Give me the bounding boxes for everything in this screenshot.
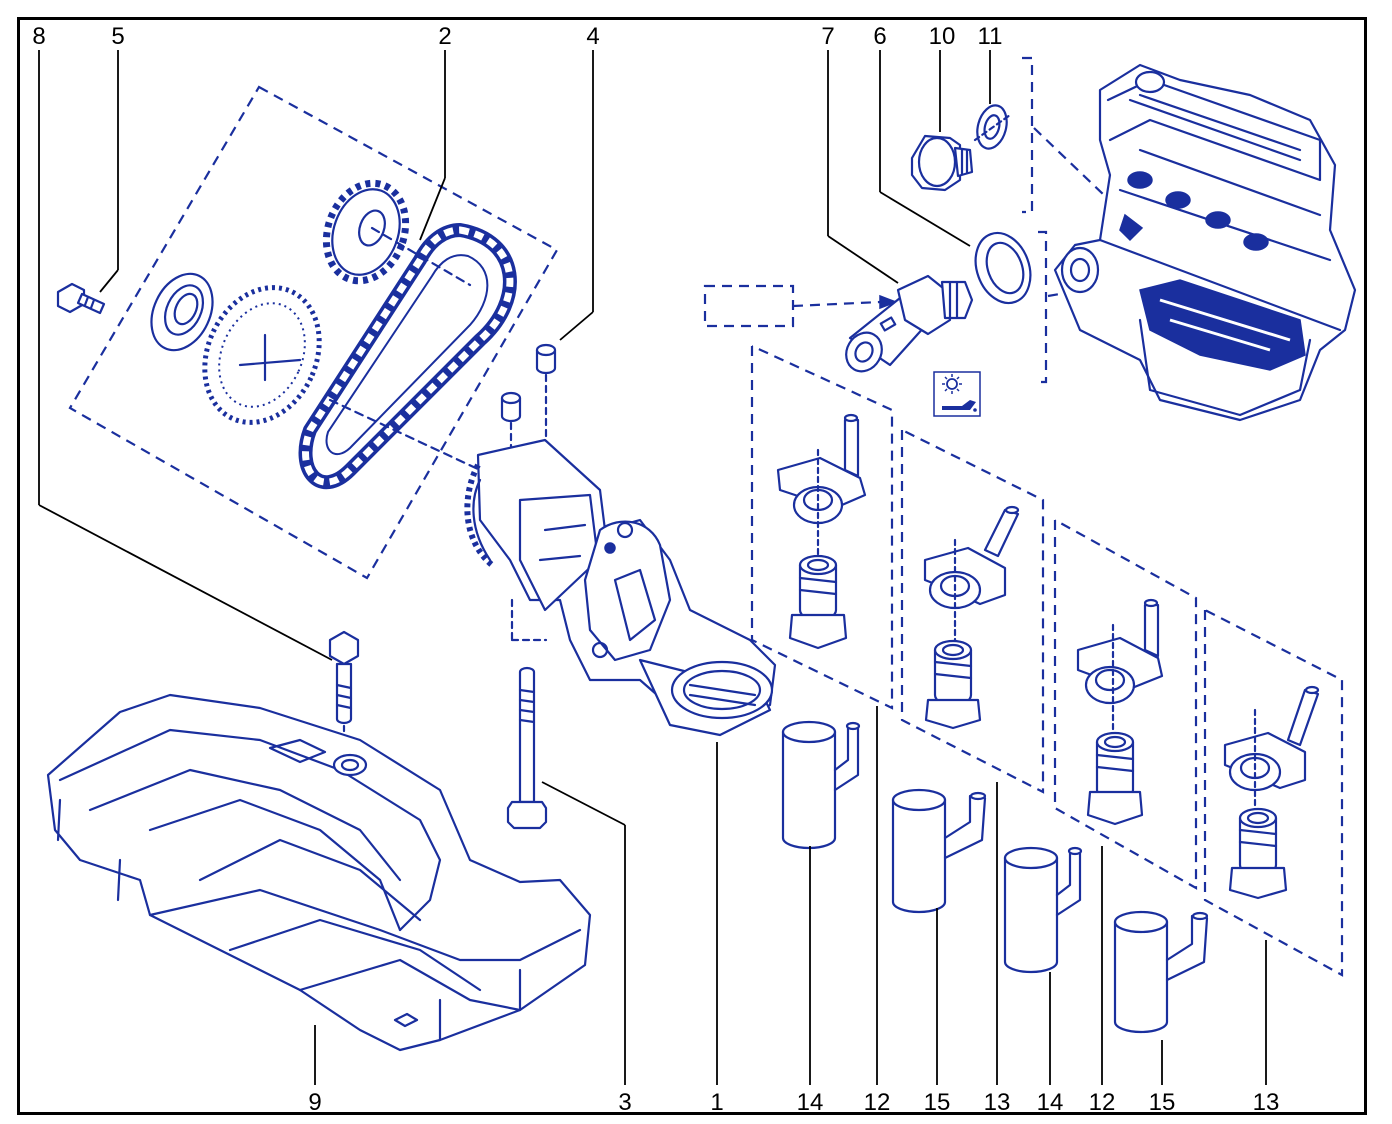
piston-jet-d — [1223, 685, 1320, 900]
axis-line-2 — [328, 398, 482, 472]
callout-11: 11 — [978, 23, 1003, 50]
callout-labels: 8 5 2 4 7 6 10 11 9 3 1 14 12 15 13 14 1… — [32, 23, 1279, 1116]
crank-sprocket — [202, 285, 322, 425]
callout-6: 6 — [873, 23, 886, 50]
callout-14a: 14 — [797, 1089, 824, 1116]
oil-seal-ring — [150, 272, 214, 352]
seal-bracket — [1038, 230, 1048, 384]
plug-bracket — [1022, 56, 1034, 214]
callout-15b: 15 — [1149, 1089, 1176, 1116]
callout-8: 8 — [32, 23, 45, 50]
oil-baffle-part-9 — [46, 693, 592, 1052]
oil-pressure-warning-icon — [933, 371, 981, 417]
jet-group-box-3 — [1053, 519, 1198, 890]
callout-10: 10 — [929, 23, 956, 50]
callout-7: 7 — [821, 23, 834, 50]
tool-part-14b — [1003, 846, 1083, 974]
jet-group-box-1 — [750, 344, 894, 710]
callout-12a: 12 — [864, 1089, 891, 1116]
callout-4: 4 — [586, 23, 599, 50]
jet-group-box-2 — [900, 429, 1045, 794]
callout-1: 1 — [710, 1089, 723, 1116]
long-bolt-part-3 — [506, 666, 548, 830]
callout-14b: 14 — [1037, 1089, 1064, 1116]
oil-pump-part-1 — [464, 438, 777, 737]
sender-ref-box — [703, 284, 795, 328]
leader-lines — [38, 50, 1267, 1085]
arrow-head — [879, 294, 899, 310]
bolt-part-5 — [56, 282, 106, 315]
timing-chain — [298, 223, 517, 490]
callout-12b: 12 — [1089, 1089, 1116, 1116]
callout-5: 5 — [111, 23, 124, 50]
diagram-frame — [17, 17, 1367, 1115]
piston-jet-b — [923, 505, 1020, 730]
tool-part-15b — [1113, 910, 1209, 1034]
engine-block — [1053, 63, 1357, 422]
bolt-part-8 — [328, 630, 360, 762]
callout-15a: 15 — [924, 1089, 951, 1116]
piston-jet-a — [776, 413, 867, 650]
tool-part-14a — [781, 720, 861, 850]
piston-jet-c — [1076, 598, 1164, 826]
callout-13a: 13 — [984, 1089, 1011, 1116]
tool-part-15a — [891, 788, 987, 914]
timing-group-box — [68, 85, 559, 580]
callout-13b: 13 — [1253, 1089, 1280, 1116]
washer-part-11 — [973, 104, 1012, 150]
drain-plug-part-10 — [910, 134, 974, 192]
callout-9: 9 — [308, 1089, 321, 1116]
sender-ref-arrow — [792, 300, 881, 308]
callout-2: 2 — [438, 23, 451, 50]
jet-group-box-4 — [1203, 609, 1344, 977]
callout-3: 3 — [618, 1089, 631, 1116]
oil-pressure-sender-part-7 — [845, 274, 974, 373]
seal-part-6 — [974, 231, 1032, 305]
